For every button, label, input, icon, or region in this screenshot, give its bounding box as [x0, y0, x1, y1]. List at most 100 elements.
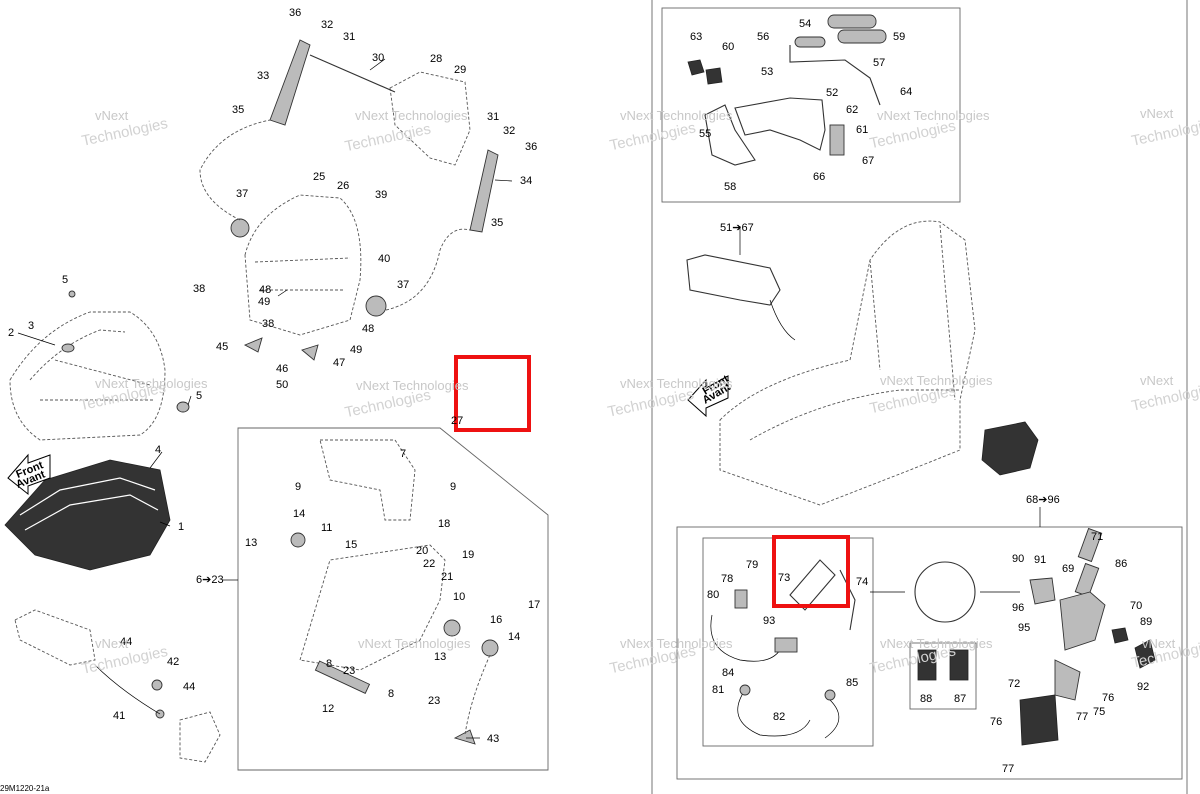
- backrest-part[interactable]: [199, 39, 499, 361]
- callout-37b: 37: [397, 279, 409, 291]
- callout-63: 63: [690, 31, 702, 43]
- callout-13a: 13: [245, 537, 257, 549]
- callout-84: 84: [722, 667, 734, 679]
- callout-19: 19: [462, 549, 474, 561]
- callout-77a: 77: [1076, 711, 1088, 723]
- callout-34: 34: [520, 175, 532, 187]
- callout-41: 41: [113, 710, 125, 722]
- callout-29: 29: [454, 64, 466, 76]
- seat-cushion-part[interactable]: [9, 311, 166, 441]
- callout-69: 69: [1062, 563, 1074, 575]
- callout-92: 92: [1137, 681, 1149, 693]
- svg-text:vNext Technologies: vNext Technologies: [620, 108, 733, 123]
- seat-assembly-right[interactable]: [686, 220, 1039, 506]
- handlebar-heater-part[interactable]: [14, 609, 221, 763]
- callout-9a: 9: [295, 481, 301, 493]
- callout-81: 81: [712, 684, 724, 696]
- callout-36a: 36: [289, 7, 301, 19]
- callout-8a: 8: [326, 658, 332, 670]
- callout-23b: 23: [428, 695, 440, 707]
- callout-20: 20: [416, 545, 428, 557]
- callout-4: 4: [155, 444, 161, 456]
- callout-43: 43: [487, 733, 499, 745]
- callout-23a: 23: [343, 665, 355, 677]
- callout-48b: 48: [362, 323, 374, 335]
- svg-text:Technologies: Technologies: [608, 119, 697, 154]
- callout-26: 26: [337, 180, 349, 192]
- callout-46: 46: [276, 363, 288, 375]
- callout-5a: 5: [62, 274, 68, 286]
- callout-62: 62: [846, 104, 858, 116]
- callout-6-23: 6➔23: [196, 574, 224, 586]
- callout-10: 10: [453, 591, 465, 603]
- callout-18: 18: [438, 518, 450, 530]
- callout-14a: 14: [293, 508, 305, 520]
- callout-72: 72: [1008, 678, 1020, 690]
- drawing-code: 29M1220-21a: [0, 784, 50, 793]
- highlight-box-part-73: [772, 535, 850, 608]
- callout-31a: 31: [343, 31, 355, 43]
- callout-13b: 13: [434, 651, 446, 663]
- callout-25: 25: [313, 171, 325, 183]
- callout-77b: 77: [1002, 763, 1014, 775]
- svg-text:vNext: vNext: [95, 636, 129, 651]
- heated-grip-assembly[interactable]: [687, 14, 887, 166]
- callout-70: 70: [1130, 600, 1142, 612]
- callout-74: 74: [856, 576, 868, 588]
- callout-52: 52: [826, 87, 838, 99]
- callout-85: 85: [846, 677, 858, 689]
- callout-44a: 44: [120, 636, 132, 648]
- leader-lines: [17, 58, 1041, 739]
- callout-22: 22: [423, 558, 435, 570]
- callout-38a: 38: [193, 283, 205, 295]
- callout-96: 96: [1012, 602, 1024, 614]
- callout-11: 11: [321, 522, 332, 534]
- svg-text:Technologies: Technologies: [606, 386, 695, 421]
- svg-text:vNext: vNext: [1140, 106, 1174, 121]
- callout-40: 40: [378, 253, 390, 265]
- callout-1: 1: [178, 521, 184, 533]
- callout-95: 95: [1018, 622, 1030, 634]
- callout-7: 7: [400, 448, 406, 460]
- svg-text:vNext: vNext: [95, 108, 129, 123]
- callout-45: 45: [216, 341, 228, 353]
- callout-27: 27: [451, 415, 463, 427]
- watermarks: vNext Technologies vNext Technologies Te…: [78, 106, 1200, 678]
- callout-32a: 32: [321, 19, 333, 31]
- callout-5b: 5: [196, 390, 202, 402]
- callout-42: 42: [167, 656, 179, 668]
- callout-88: 88: [920, 693, 932, 705]
- callout-71: 71: [1091, 531, 1103, 543]
- callout-66: 66: [813, 171, 825, 183]
- callout-82: 82: [773, 711, 785, 723]
- callout-58: 58: [724, 181, 736, 193]
- callout-44b: 44: [183, 681, 195, 693]
- callout-35b: 35: [491, 217, 503, 229]
- svg-text:vNext Technologies: vNext Technologies: [95, 376, 208, 391]
- callout-90: 90: [1012, 553, 1024, 565]
- callout-53: 53: [761, 66, 773, 78]
- callout-49a: 49: [258, 296, 270, 308]
- callout-12: 12: [322, 703, 334, 715]
- callout-87: 87: [954, 693, 966, 705]
- callout-75: 75: [1093, 706, 1105, 718]
- callout-68-96: 68➔96: [1026, 494, 1060, 506]
- frame-assembly-box: [237, 427, 549, 771]
- highlight-box-empty: [454, 355, 531, 432]
- callout-93: 93: [763, 615, 775, 627]
- svg-text:vNext Technologies: vNext Technologies: [877, 108, 990, 123]
- seat-base-part[interactable]: [4, 459, 171, 571]
- callout-2: 2: [8, 327, 14, 339]
- callout-28: 28: [430, 53, 442, 65]
- callout-80: 80: [707, 589, 719, 601]
- callout-67: 67: [862, 155, 874, 167]
- callout-73: 73: [778, 572, 790, 584]
- callout-86: 86: [1115, 558, 1127, 570]
- svg-text:vNext: vNext: [1142, 636, 1176, 651]
- callout-31b: 31: [487, 111, 499, 123]
- callout-17: 17: [528, 599, 540, 611]
- callout-89: 89: [1140, 616, 1152, 628]
- callout-78: 78: [721, 573, 733, 585]
- heater-wiring-assembly[interactable]: [710, 527, 1156, 746]
